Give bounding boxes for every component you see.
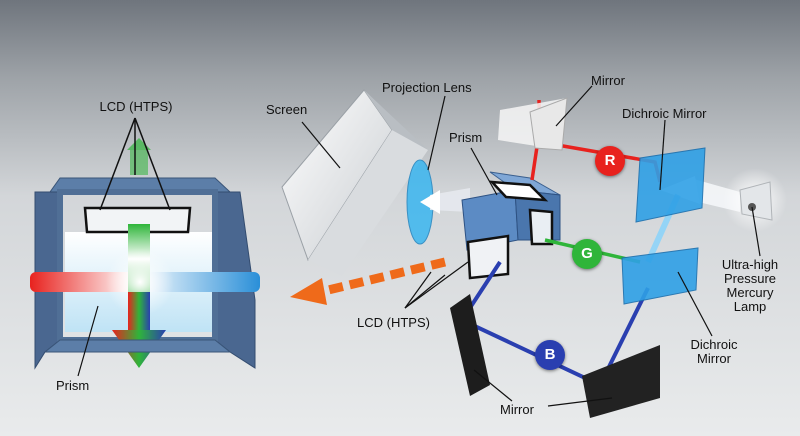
mirror-bottom-label: Mirror xyxy=(500,402,534,417)
dichroic-top-label: Dichroic Mirror xyxy=(622,106,707,121)
lcd-left-label: LCD (HTPS) xyxy=(99,99,173,114)
left-prism-assembly xyxy=(30,117,260,377)
lamp-text: Ultra-high Pressure Mercury Lamp xyxy=(721,257,779,314)
screen-label: Screen xyxy=(266,102,308,117)
bottom-mirrors xyxy=(450,294,660,418)
lcd-right-label: LCD (HTPS) xyxy=(357,315,430,330)
channel-g-badge: G xyxy=(572,239,602,269)
lamp-label: Ultra-high Pressure Mercury Lamp xyxy=(700,258,800,314)
output-arrow xyxy=(290,257,447,305)
dichroic-bottom-text: Dichroic Mirror xyxy=(690,337,738,366)
mirror-top-label: Mirror xyxy=(591,73,625,88)
dichroic-bottom-label: Dichroic Mirror xyxy=(674,338,754,366)
top-mirror xyxy=(498,85,593,151)
projection-lens-label: Projection Lens xyxy=(382,80,472,95)
dichroic-mirror-top xyxy=(635,119,706,223)
channel-b-badge: B xyxy=(535,340,565,370)
prism-left-label: Prism xyxy=(56,378,90,393)
channel-r-badge: R xyxy=(595,146,625,176)
lamp xyxy=(723,168,787,257)
prism-right-label: Prism xyxy=(449,130,483,145)
lcd-right-leaders xyxy=(404,261,469,309)
screen-shape xyxy=(281,89,428,276)
projection-lens xyxy=(406,95,470,245)
dichroic-mirror-bottom xyxy=(621,247,713,337)
